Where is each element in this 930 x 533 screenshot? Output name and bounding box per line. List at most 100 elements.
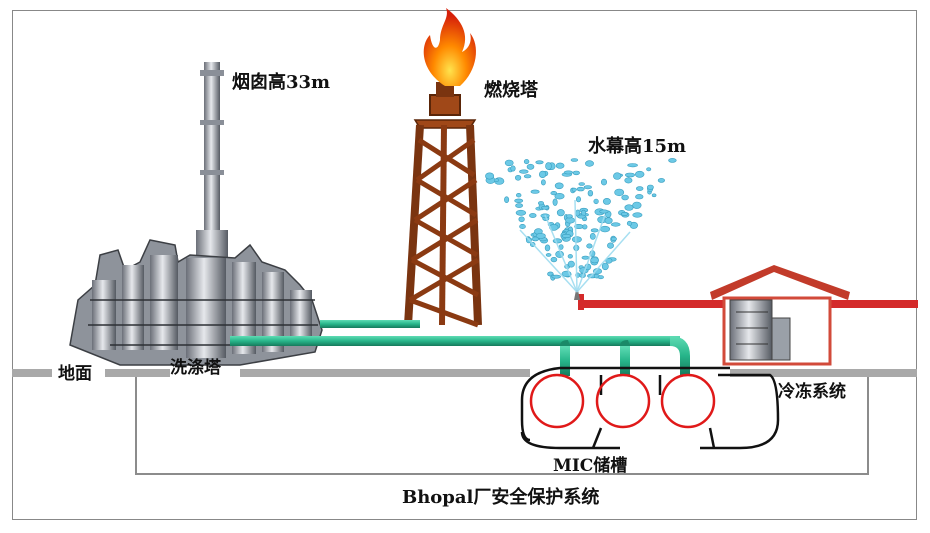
water-droplet xyxy=(518,216,525,223)
water-droplet xyxy=(514,198,524,204)
ground-line xyxy=(12,369,917,377)
water-droplet xyxy=(523,174,532,179)
water-droplet xyxy=(550,257,558,263)
mic-tank-2 xyxy=(595,373,651,429)
water-droplet xyxy=(599,225,610,233)
water-droplet xyxy=(554,182,564,190)
water-droplet xyxy=(550,191,558,196)
water-droplet xyxy=(571,187,577,192)
water-droplet xyxy=(545,253,552,257)
mic-tank-circles xyxy=(529,373,716,429)
water-droplet xyxy=(621,194,629,201)
water-droplet xyxy=(571,236,582,243)
water-droplet xyxy=(504,159,514,167)
water-droplet xyxy=(635,194,644,200)
water-droplet xyxy=(632,201,642,209)
water-droplet xyxy=(578,182,585,186)
water-droplet xyxy=(614,188,625,197)
water-droplet xyxy=(544,244,551,252)
water-droplet xyxy=(599,209,609,214)
mic-tank-enclosure xyxy=(520,366,780,450)
water-droplet xyxy=(576,186,585,192)
flare-tower-icon xyxy=(404,82,482,328)
water-droplet xyxy=(632,212,643,218)
water-droplet xyxy=(554,193,565,200)
water-droplet xyxy=(545,162,552,170)
mic-tank-3 xyxy=(660,373,716,429)
water-droplet xyxy=(515,203,523,208)
water-droplet xyxy=(604,217,613,224)
water-droplet xyxy=(541,206,550,210)
water-spray-icon xyxy=(485,158,677,300)
diagram-frame xyxy=(12,10,917,520)
water-droplet xyxy=(563,170,574,175)
diagram-caption: Bhopal厂安全保护系统 xyxy=(402,487,600,508)
water-droplet xyxy=(635,186,644,191)
water-droplet xyxy=(510,165,516,172)
water-droplet xyxy=(519,169,529,174)
water-droplet xyxy=(624,177,633,184)
water-droplet xyxy=(577,214,586,219)
chimney-label: 烟囱高33m xyxy=(232,72,331,93)
water-droplet xyxy=(535,232,546,239)
water-droplet xyxy=(585,160,594,167)
water-droplet xyxy=(541,179,546,186)
water-curtain-label: 水幕高15m xyxy=(588,136,687,157)
water-droplet xyxy=(515,209,527,216)
water-droplet xyxy=(593,198,599,205)
water-droplet xyxy=(561,234,572,239)
water-droplet xyxy=(651,193,657,198)
mic-tank-1 xyxy=(529,373,585,429)
water-droplet xyxy=(626,220,633,226)
water-droplet xyxy=(589,232,596,240)
water-droplet xyxy=(567,254,573,259)
water-droplet xyxy=(600,178,607,186)
water-droplet xyxy=(627,163,638,168)
flare-tower-label: 燃烧塔 xyxy=(484,80,538,101)
water-droplet xyxy=(602,197,611,205)
water-droplet xyxy=(581,255,590,260)
water-droplet xyxy=(504,196,510,203)
industrial-chimney-icon xyxy=(196,62,228,260)
water-droplet xyxy=(657,178,666,183)
water-droplet xyxy=(555,162,565,169)
water-droplet xyxy=(590,257,599,264)
water-droplet xyxy=(538,170,547,178)
water-droplet xyxy=(551,274,562,279)
water-droplet xyxy=(668,158,677,163)
water-droplet xyxy=(537,201,544,206)
underground-boundary xyxy=(135,377,869,475)
water-droplet xyxy=(570,158,579,162)
water-droplet xyxy=(587,190,594,197)
water-droplet xyxy=(583,185,592,190)
water-droplet xyxy=(485,172,495,180)
water-droplet xyxy=(646,167,652,172)
water-droplet xyxy=(590,228,599,233)
water-droplet xyxy=(572,170,580,176)
water-droplet xyxy=(620,212,629,217)
water-droplet xyxy=(514,175,522,181)
water-droplet xyxy=(634,170,645,178)
water-droplet xyxy=(586,243,593,249)
water-droplet xyxy=(556,209,565,217)
water-droplet xyxy=(607,242,614,249)
scrubber-label: 洗涤塔 xyxy=(170,358,221,378)
water-droplet xyxy=(523,159,530,165)
water-droplet xyxy=(597,275,604,280)
water-droplet xyxy=(530,189,540,194)
water-droplet xyxy=(567,260,575,268)
refrigeration-label: 冷冻系统 xyxy=(778,382,846,402)
water-droplet xyxy=(610,222,621,227)
flame-icon xyxy=(423,8,476,86)
water-droplet xyxy=(526,163,535,170)
water-droplet xyxy=(515,193,522,198)
water-droplet xyxy=(605,257,613,264)
ground-label: 地面 xyxy=(58,364,92,384)
refrigeration-house-icon xyxy=(710,265,850,366)
water-droplet xyxy=(566,214,573,219)
green-pipeline xyxy=(230,320,690,376)
water-droplet xyxy=(624,204,634,211)
water-droplet xyxy=(647,184,654,190)
